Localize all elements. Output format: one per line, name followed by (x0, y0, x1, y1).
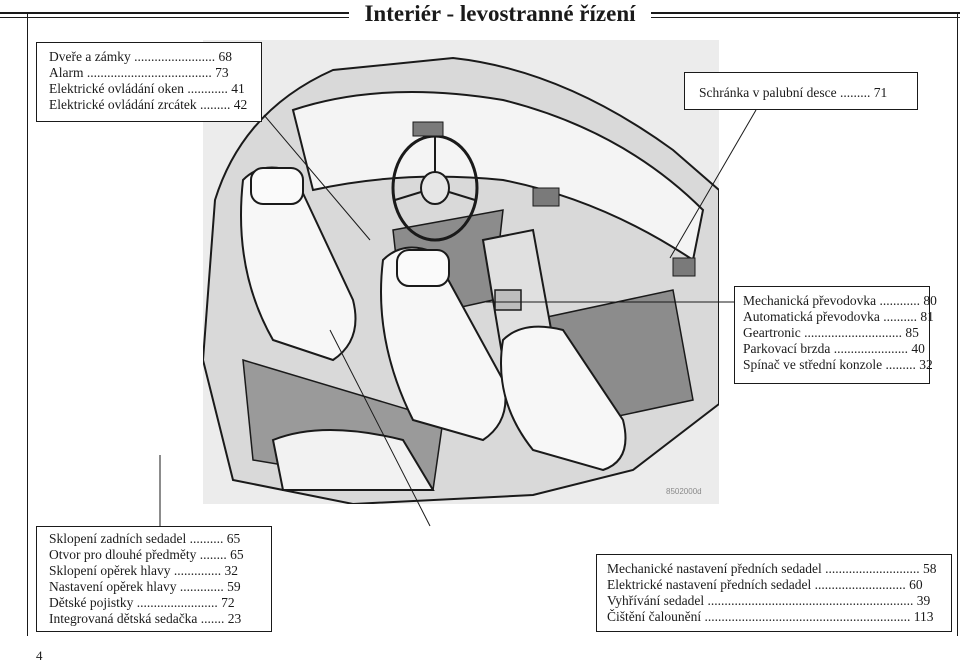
callout-doors: Dveře a zámky ........................ 6… (36, 42, 262, 122)
page-number: 4 (36, 648, 43, 663)
callout-item: Geartronic .............................… (743, 325, 919, 340)
callout-transmission: Mechanická převodovka ............ 80 Au… (734, 286, 937, 384)
callout-item: Integrovaná dětská sedačka ....... 23 (49, 611, 242, 626)
callout-item: Vyhřívání sedadel ......................… (607, 593, 931, 608)
callout-item: Dveře a zámky ........................ 6… (49, 49, 232, 64)
callout-front-seats: Mechanické nastavení předních sedadel ..… (596, 554, 952, 632)
callout-item: Parkovací brzda ...................... 4… (743, 341, 925, 356)
callout-item: Nastavení opěrek hlavy ............. 59 (49, 579, 241, 594)
callout-item: Automatická převodovka .......... 81 (743, 309, 934, 324)
callout-item: Sklopení zadních sedadel .......... 65 (49, 531, 241, 546)
callout-item: Spínač ve střední konzole ......... 32 (743, 357, 933, 372)
callout-item: Otvor pro dlouhé předměty ........ 65 (49, 547, 244, 562)
callout-item: Elektrické ovládání oken ............ 41 (49, 81, 245, 96)
figure-code: 8502000d (666, 487, 702, 496)
callout-item: Čištění čalounění ......................… (607, 609, 934, 624)
callout-rear: Sklopení zadních sedadel .......... 65 O… (36, 526, 272, 632)
callout-item: Elektrické ovládání zrcátek ......... 42 (49, 97, 248, 112)
callout-glovebox: Schránka v palubní desce ......... 71 (684, 72, 918, 110)
callout-item: Elektrické nastavení předních sedadel ..… (607, 577, 923, 592)
callout-item: Alarm ..................................… (49, 65, 229, 80)
car-interior-drawing (201, 56, 720, 506)
left-margin-rule (27, 14, 28, 636)
right-margin-rule (957, 14, 958, 636)
callout-item: Mechanická převodovka ............ 80 (743, 293, 937, 308)
callout-item: Schránka v palubní desce ......... 71 (699, 85, 888, 100)
callout-item: Mechanické nastavení předních sedadel ..… (607, 561, 937, 576)
interior-illustration: 8502000d (201, 40, 720, 506)
page-title: Interiér - levostranné řízení (349, 0, 651, 28)
callout-item: Dětské pojistky ........................… (49, 595, 235, 610)
callout-item: Sklopení opěrek hlavy .............. 32 (49, 563, 238, 578)
